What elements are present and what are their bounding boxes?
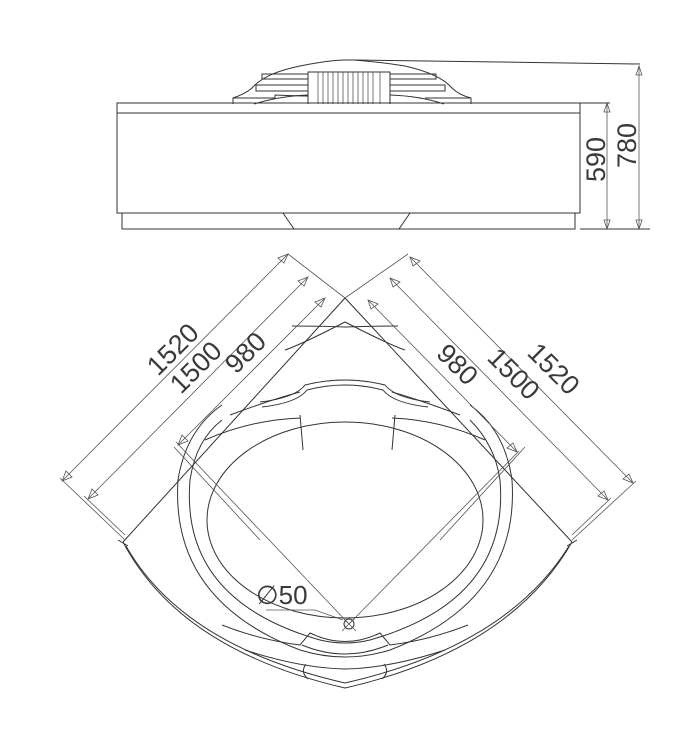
left-dimensions: 1520 1500 980 bbox=[59, 253, 346, 541]
arrows-right-1500 bbox=[389, 277, 609, 501]
headrest-slot bbox=[261, 73, 437, 80]
dim-label-780: 780 bbox=[612, 123, 642, 168]
drain-leader-line bbox=[266, 609, 344, 621]
foot-ledge-line bbox=[244, 649, 446, 670]
drain-guide-left bbox=[175, 441, 350, 625]
dim-arrows-590 bbox=[603, 101, 611, 231]
tub-body bbox=[116, 102, 581, 214]
drain-diameter-label: ∅50 bbox=[256, 580, 308, 610]
headrest-slot bbox=[255, 84, 446, 92]
rim-outer-curve-left bbox=[177, 404, 223, 481]
arrows-right-1520 bbox=[409, 256, 634, 484]
dim-label-right-980: 980 bbox=[431, 338, 484, 391]
headrest-ledge-inner bbox=[261, 384, 429, 408]
rim-inner-curve-left bbox=[189, 419, 223, 481]
ext-right-outer bbox=[571, 480, 637, 541]
dim-line-left-980 bbox=[177, 297, 326, 446]
ext-left-outer bbox=[59, 477, 126, 541]
right-wall-edge bbox=[344, 297, 573, 543]
dim-line-right-1520 bbox=[409, 256, 634, 484]
rim-outer-curve bbox=[177, 404, 513, 658]
ledge-right-arc bbox=[391, 391, 461, 416]
seat-left bbox=[204, 414, 304, 451]
ext-right-mid bbox=[571, 497, 612, 536]
plan-view: ∅50 1520 1500 980 bbox=[59, 253, 637, 689]
ext-right-inner bbox=[439, 446, 526, 541]
dim-line-left-1520 bbox=[61, 253, 289, 482]
dim-label-left-980: 980 bbox=[219, 326, 272, 379]
arrows-left-980 bbox=[177, 297, 326, 446]
apron-outer-arc bbox=[122, 541, 573, 689]
arrows-left-1520 bbox=[61, 253, 289, 482]
ext-left-inner bbox=[173, 446, 261, 541]
dim-arrows-780 bbox=[635, 64, 643, 231]
ext-right-top bbox=[344, 253, 409, 299]
headrest-ledge-outer bbox=[259, 379, 431, 403]
arrows-left-1500 bbox=[87, 276, 309, 500]
left-wall-edge bbox=[122, 297, 346, 543]
corner-right bbox=[566, 539, 578, 547]
basin-inner-ellipse bbox=[206, 421, 484, 619]
base-notch bbox=[282, 212, 411, 230]
tub-base bbox=[121, 213, 576, 230]
dim-label-590: 590 bbox=[581, 137, 611, 182]
side-view: 590 780 bbox=[116, 59, 650, 231]
headrest-grille bbox=[317, 72, 381, 104]
footrest-ledge bbox=[221, 624, 469, 646]
headrest-outline bbox=[232, 59, 472, 104]
corner-left bbox=[117, 539, 129, 547]
arrows-right-980 bbox=[367, 299, 518, 453]
drain-guide-right bbox=[348, 450, 520, 625]
dim-line-right-1500 bbox=[389, 277, 609, 501]
ext-left-mid bbox=[83, 495, 126, 536]
dim-line-left-1500 bbox=[87, 276, 309, 500]
headrest-core bbox=[307, 71, 391, 104]
apex-curve bbox=[284, 321, 406, 351]
seat-right bbox=[391, 414, 486, 451]
footrest-inner-curve bbox=[301, 644, 389, 655]
right-dimensions: 1520 1500 980 bbox=[344, 253, 637, 541]
dim-line-right-980 bbox=[367, 299, 518, 453]
top-extension-line bbox=[353, 59, 641, 65]
drain-icon bbox=[341, 616, 357, 632]
ledge-left-arc bbox=[229, 391, 301, 416]
ext-left-top bbox=[287, 253, 346, 299]
apron-inner-arc bbox=[125, 545, 570, 684]
rim-inner-curve bbox=[188, 419, 502, 644]
